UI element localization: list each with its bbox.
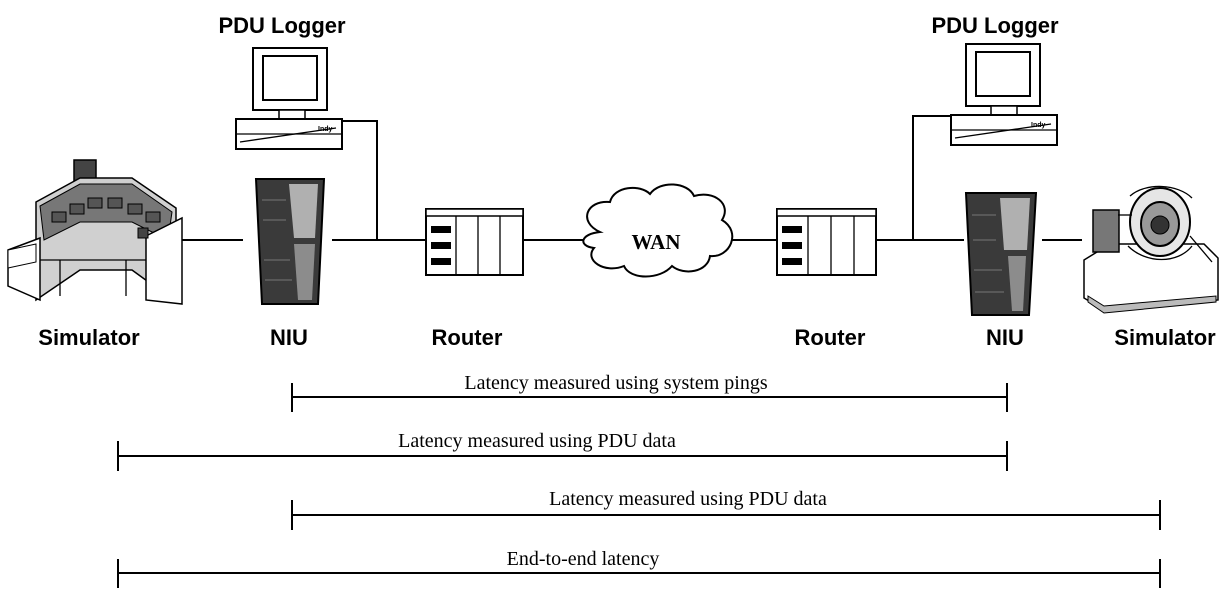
router-label-left: Router xyxy=(432,325,503,350)
indy-label-right: Indy xyxy=(1031,122,1045,129)
pdu-logger-computer-right: Indy xyxy=(950,43,1058,146)
component-labels: PDU Logger PDU Logger Simulator NIU Rout… xyxy=(38,13,1216,350)
latency-span-end-to-end: End-to-end latency xyxy=(117,548,1161,588)
simulator-vehicle-right xyxy=(1083,185,1219,314)
niu-server-right xyxy=(964,192,1038,316)
pdu-logger-label-right: PDU Logger xyxy=(931,13,1059,38)
router-label-right: Router xyxy=(795,325,866,350)
latency-span-system-pings: Latency measured using system pings xyxy=(291,372,1008,412)
wan-cloud: WAN xyxy=(582,183,734,278)
niu-label-left: NIU xyxy=(270,325,308,350)
latency-span-label: Latency measured using system pings xyxy=(464,372,767,394)
latency-span-label: Latency measured using PDU data xyxy=(398,430,676,452)
router-right xyxy=(776,208,877,276)
router-left xyxy=(425,208,524,276)
latency-span-pdu-data-right: Latency measured using PDU data xyxy=(291,488,1161,530)
pdu-logger-computer-left: Indy xyxy=(235,47,343,150)
latency-span-pdu-data-left: Latency measured using PDU data xyxy=(117,430,1008,471)
latency-span-label: Latency measured using PDU data xyxy=(549,488,827,510)
niu-label-right: NIU xyxy=(986,325,1024,350)
latency-span-label: End-to-end latency xyxy=(507,548,660,570)
simulator-label-left: Simulator xyxy=(38,325,140,350)
indy-label-left: Indy xyxy=(318,126,332,133)
niu-server-left xyxy=(254,178,326,305)
simulator-cockpit-left xyxy=(7,159,183,305)
pdu-logger-label-left: PDU Logger xyxy=(218,13,346,38)
network-connection-lines xyxy=(182,115,1082,241)
wan-label: WAN xyxy=(631,230,680,254)
simulator-label-right: Simulator xyxy=(1114,325,1216,350)
